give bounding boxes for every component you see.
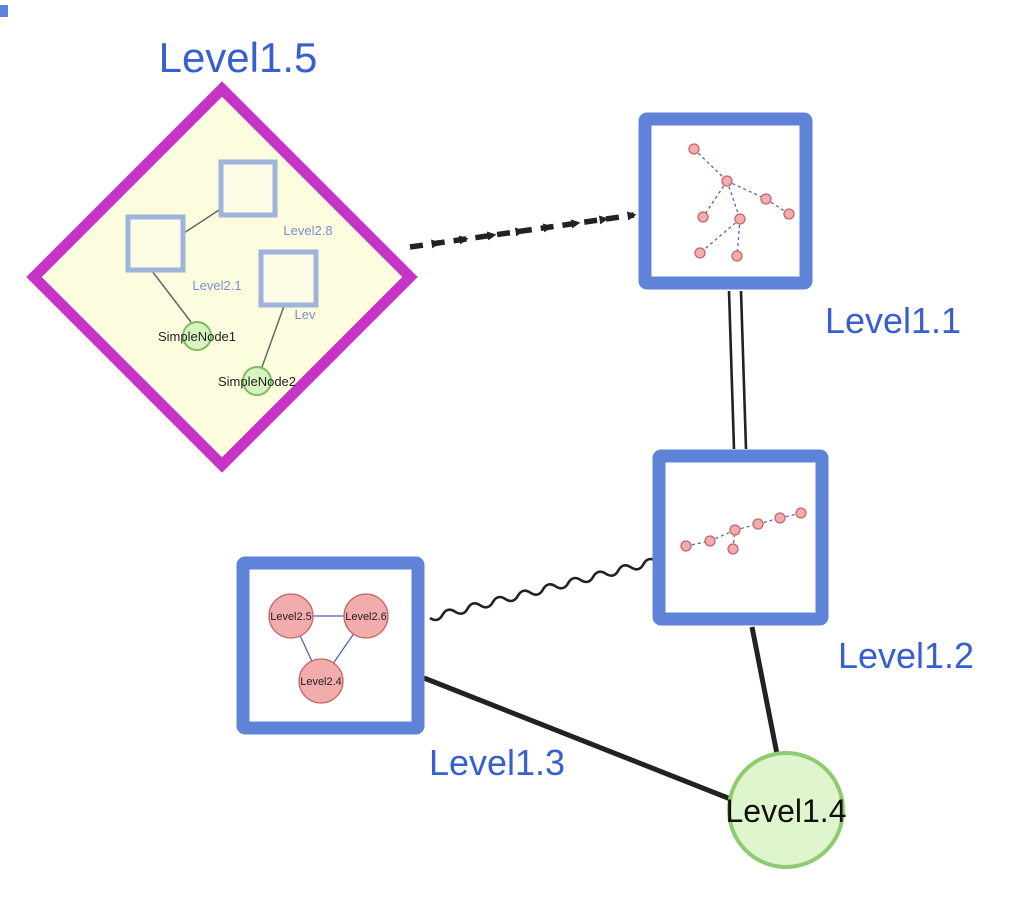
node-level12-group[interactable] — [652, 449, 829, 626]
mini-graph-node[interactable] — [697, 211, 709, 223]
inner-edge-sq-right-simplenode2[interactable] — [261, 305, 285, 368]
inner-node-level21[interactable] — [125, 214, 186, 273]
inner-node-level21-label: Level2.1 — [192, 278, 241, 293]
inner-edge-sq-top-sq-left[interactable] — [183, 209, 220, 234]
edge-level13-level12[interactable] — [429, 557, 657, 622]
mini-graph-node[interactable] — [795, 507, 807, 519]
inner-node-simplenode1-label: SimpleNode1 — [158, 329, 236, 344]
node-level15-group[interactable]: Level2.8 Level2.1 Lev SimpleNode1 Simple… — [26, 81, 418, 473]
mini-graph-node[interactable] — [783, 208, 795, 220]
mini-graph-node[interactable] — [734, 213, 746, 225]
node-level11-group[interactable] — [638, 112, 813, 290]
mini-graph-node-label: Level2.6 — [345, 611, 387, 623]
mini-graph-node[interactable] — [729, 524, 741, 536]
node-level14-group[interactable]: Level1.4 — [726, 751, 847, 869]
node-level15-label: Level1.5 — [159, 34, 318, 81]
mini-graph-edge[interactable] — [699, 218, 741, 254]
node-level12-label: Level1.2 — [838, 635, 974, 676]
mini-graph-node-label: Level2.4 — [300, 676, 342, 688]
mini-graph-edge[interactable] — [693, 148, 728, 182]
inner-node-lev[interactable] — [258, 249, 319, 308]
node-level12-frame[interactable] — [652, 449, 829, 626]
node-level11-frame[interactable] — [638, 112, 813, 290]
inner-node-level28[interactable] — [218, 159, 278, 218]
edge-level15-level11[interactable] — [409, 211, 637, 250]
mini-graph-node[interactable] — [774, 512, 786, 524]
mini-graph-edge[interactable] — [702, 180, 728, 218]
mini-graph-edge[interactable] — [765, 198, 790, 215]
clipped-node-artifact — [0, 5, 8, 17]
node-level14-label: Level1.4 — [726, 793, 847, 829]
inner-node-simplenode2[interactable] — [242, 366, 272, 396]
mini-graph-node[interactable] — [688, 143, 700, 155]
mini-graph-node[interactable] — [268, 593, 314, 639]
mini-graph-edge[interactable] — [736, 218, 741, 257]
mini-graph-node[interactable] — [752, 518, 764, 530]
mini-graph-node[interactable] — [727, 543, 739, 555]
minigraph-level12 — [680, 507, 807, 555]
mini-graph-node[interactable] — [760, 193, 772, 205]
node-level14-shape[interactable] — [727, 751, 845, 869]
edge-level11-level12-line2[interactable] — [739, 290, 748, 450]
mini-graph-node[interactable] — [704, 535, 716, 547]
mini-graph-node[interactable] — [343, 593, 389, 639]
mini-graph-edge[interactable] — [726, 180, 767, 200]
inner-node-level28-label: Level2.8 — [283, 223, 332, 238]
inner-edge-sq-left-simplenode1[interactable] — [151, 270, 192, 323]
mini-graph-node[interactable] — [721, 175, 733, 187]
mini-graph-node[interactable] — [298, 658, 344, 704]
mini-graph-node-label: Level2.5 — [270, 611, 312, 623]
mini-graph-node[interactable] — [694, 247, 706, 259]
inner-node-simplenode2-label: SimpleNode2 — [218, 374, 296, 389]
inner-node-lev-label: Lev — [295, 307, 316, 322]
edge-level13-level14[interactable] — [423, 675, 734, 803]
mini-graph-node[interactable] — [680, 540, 692, 552]
inner-node-simplenode1[interactable] — [182, 321, 212, 351]
mini-graph-node[interactable] — [731, 250, 743, 262]
diamond-shape[interactable] — [26, 81, 418, 473]
node-level13-frame[interactable] — [236, 556, 425, 735]
minigraph-level11 — [688, 143, 795, 262]
mini-graph-edge[interactable] — [726, 180, 741, 220]
mini-graph-edge[interactable] — [709, 529, 736, 542]
edge-level11-level12-line1[interactable] — [727, 290, 736, 450]
edge-level12-level14[interactable] — [749, 626, 780, 755]
node-level13-label: Level1.3 — [429, 742, 565, 783]
node-level11-label: Level1.1 — [825, 300, 961, 341]
